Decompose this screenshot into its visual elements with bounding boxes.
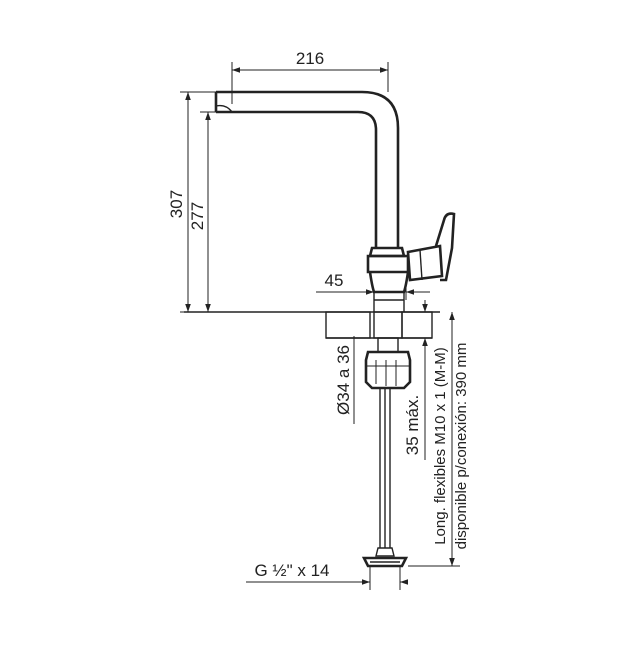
hose-note-line1: Long. flexibles M10 x 1 (M-M) — [432, 347, 449, 545]
flexible-hose — [361, 388, 409, 568]
mounting-shank — [364, 311, 412, 390]
dim-spout-reach-label: 216 — [296, 49, 324, 68]
dim-thread: G ½" x 14 — [246, 561, 408, 590]
dim-total-height: 307 — [167, 91, 216, 313]
dim-max-thickness-label: 35 máx. — [403, 395, 422, 455]
dim-thread-label: G ½" x 14 — [254, 561, 329, 580]
dim-hose-length: Long. flexibles M10 x 1 (M-M) disponible… — [408, 312, 470, 567]
dim-lever-offset: 45 — [316, 271, 430, 300]
dim-hole-diameter: Ø34 a 36 — [334, 336, 355, 424]
dim-hole-diameter-label: Ø34 a 36 — [334, 345, 353, 415]
dim-spout-reach: 216 — [231, 49, 389, 104]
dim-lever-offset-label: 45 — [325, 271, 344, 290]
faucet-spout — [214, 90, 400, 248]
dim-spout-height-label: 277 — [188, 202, 207, 230]
faucet-lever — [406, 212, 456, 282]
dim-total-height-label: 307 — [167, 190, 186, 218]
dim-max-thickness: 35 máx. — [403, 300, 433, 460]
hose-note-line2: disponible p/conexión: 390 mm — [453, 343, 470, 550]
dim-spout-height: 277 — [188, 111, 216, 312]
faucet-body — [366, 246, 410, 312]
